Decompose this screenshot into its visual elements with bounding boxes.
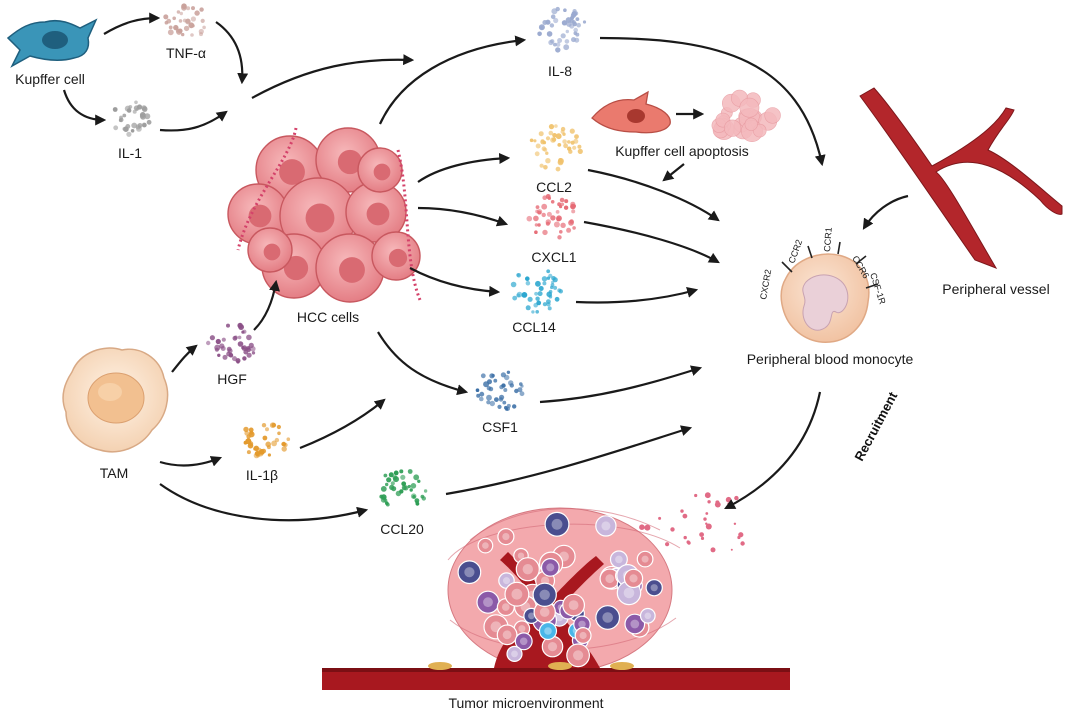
cytokine-cxcl1-icon <box>526 194 576 240</box>
tam-label: TAM <box>100 465 129 481</box>
tnf-alpha-label: TNF-α <box>166 45 206 61</box>
monocyte-icon <box>780 241 879 343</box>
monocyte-label: Peripheral blood monocyte <box>747 351 914 367</box>
cytokine-tnf-icon <box>163 3 206 37</box>
receptor-cxcr2-label: CXCR2 <box>758 269 773 301</box>
peripheral-vessel-label: Peripheral vessel <box>942 281 1049 297</box>
kupffer-cell-label: Kupffer cell <box>15 71 85 87</box>
ccl20-label: CCL20 <box>380 521 424 537</box>
il8-label: IL-8 <box>548 63 572 79</box>
apoptotic-body-icon <box>711 89 781 143</box>
il1-label: IL-1 <box>118 145 142 161</box>
tumor-immune-cells <box>428 492 745 670</box>
vessel-icon <box>859 87 1063 269</box>
ccl14-label: CCL14 <box>512 319 556 335</box>
receptor-csf1r-label: CSF-1R <box>868 272 888 306</box>
tumor-microenvironment-label: Tumor microenvironment <box>448 695 603 711</box>
hcc-cells-label: HCC cells <box>297 309 359 325</box>
tumor-vessel-bar <box>322 668 790 690</box>
cxcl1-label: CXCL1 <box>531 249 576 265</box>
arrows <box>62 12 909 522</box>
hcc-cluster-icon <box>227 127 422 303</box>
cytokine-ccl14-icon <box>510 269 563 314</box>
cytokine-il1beta-icon <box>243 422 291 459</box>
cytokine-ccl2-icon <box>529 124 583 172</box>
cytokine-il1-icon <box>112 100 152 137</box>
receptor-ccr1-label: CCR1 <box>822 227 834 252</box>
recruitment-label: Recruitment <box>851 389 900 464</box>
cytokine-hgf-icon <box>206 322 256 364</box>
ccl2-label: CCL2 <box>536 179 572 195</box>
tam-cell-icon <box>62 347 169 453</box>
hgf-label: HGF <box>217 371 247 387</box>
cytokine-csf1-icon <box>475 370 525 411</box>
cytokine-il8-icon <box>537 6 587 53</box>
il1beta-label: IL-1β <box>246 467 278 483</box>
kupffer-apoptosis-label: Kupffer cell apoptosis <box>615 143 749 159</box>
cytokine-ccl20-icon <box>379 469 428 507</box>
apoptotic-kupffer-cell-icon <box>591 90 671 134</box>
kupffer-cell-icon <box>6 18 98 68</box>
csf1-label: CSF1 <box>482 419 518 435</box>
